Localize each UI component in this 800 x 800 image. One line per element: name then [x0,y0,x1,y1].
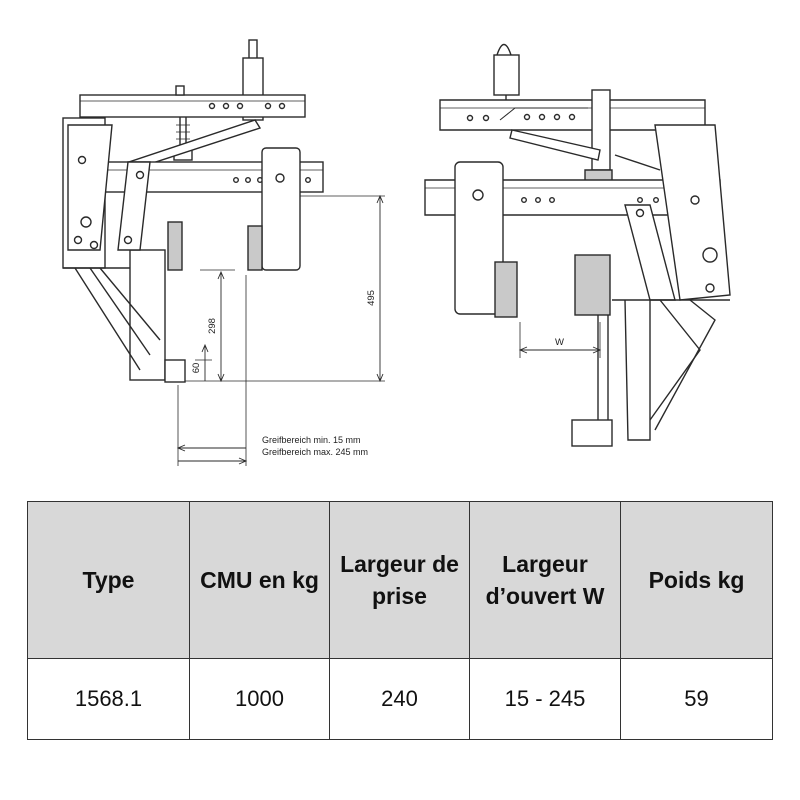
dim-label-60: 60 [191,363,202,374]
technical-drawings: 495 298 60 Greifbereich min. 15 mm Greif… [62,39,731,466]
isometric-view-drawing [424,43,731,447]
dim-label-298: 298 [207,318,218,334]
cell-type: 1568.1 [27,658,190,740]
cell-opening-width: 15 - 245 [469,658,621,740]
grip-range-max-note: Greifbereich max. 245 mm [262,447,368,457]
dim-label-w: W [555,337,564,348]
dim-label-495: 495 [366,290,377,306]
specification-table: Type CMU en kg Largeur de prise Largeur … [27,501,773,740]
table-header-row: Type CMU en kg Largeur de prise Largeur … [27,501,773,659]
header-opening-width: Largeur d’ouvert W [469,501,621,659]
side-view-drawing [62,39,385,466]
header-grip-width: Largeur de prise [329,501,470,659]
header-weight: Poids kg [620,501,773,659]
cell-cmu: 1000 [189,658,330,740]
header-cmu: CMU en kg [189,501,330,659]
cell-weight: 59 [620,658,773,740]
grip-range-min-note: Greifbereich min. 15 mm [262,435,361,445]
cell-grip-width: 240 [329,658,470,740]
header-type: Type [27,501,190,659]
table-row: 1568.1 1000 240 15 - 245 59 [27,658,773,740]
